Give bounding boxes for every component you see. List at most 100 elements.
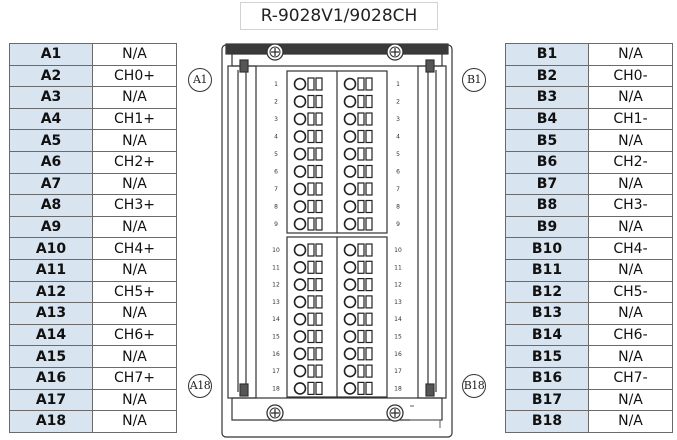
terminal-a (293, 77, 323, 91)
signal-label: N/A (588, 215, 673, 239)
pin-label: B11 (505, 258, 589, 282)
signal-label: CH6+ (92, 323, 177, 347)
terminal-b (343, 77, 373, 91)
signal-label: CH4+ (92, 237, 177, 260)
signal-label: CH2+ (92, 150, 177, 174)
signal-label: CH0+ (92, 64, 177, 88)
signal-label: CH2- (588, 150, 673, 174)
signal-label: N/A (92, 215, 177, 239)
signal-label: N/A (588, 172, 673, 196)
screw-icon (266, 43, 284, 61)
pin-label: B16 (505, 366, 589, 390)
pin-label: A2 (9, 64, 93, 88)
terminal-a (293, 147, 323, 161)
terminal-a (293, 164, 323, 179)
terminal-number-right: 17 (394, 368, 402, 375)
terminal-a (293, 112, 323, 126)
callout-b1: B1 (462, 68, 486, 92)
pin-label: B14 (505, 323, 589, 347)
module-body (221, 43, 453, 438)
terminal-a (293, 312, 323, 326)
terminal-number-left: 8 (274, 204, 278, 211)
terminal-number-right: 4 (396, 134, 400, 141)
pin-label: B18 (505, 410, 589, 433)
signal-label: N/A (92, 43, 177, 66)
terminal-number-right: 12 (394, 282, 402, 289)
terminal-number-left: 9 (274, 221, 278, 228)
terminal-number-left: 4 (274, 134, 278, 141)
pin-label: A11 (9, 258, 93, 282)
terminal-b (343, 147, 373, 161)
terminal-number-right: 2 (396, 99, 400, 106)
diagram-title: R-9028V1/9028CH (240, 2, 438, 30)
terminal-a (293, 295, 323, 309)
terminal-a (293, 329, 323, 344)
terminal-number-left: 16 (272, 351, 280, 358)
terminal-blocks (293, 77, 373, 395)
terminal-number-left: 15 (272, 334, 280, 341)
terminal-number-right: 6 (396, 169, 400, 176)
terminal-a (293, 364, 323, 378)
terminal-b (343, 164, 373, 179)
signal-label: N/A (92, 258, 177, 282)
terminal-b (343, 129, 373, 144)
terminal-b (343, 217, 373, 231)
pin-label: B1 (505, 43, 589, 66)
signal-label: N/A (92, 172, 177, 196)
terminal-number-right: 9 (396, 221, 400, 228)
terminal-number-left: 5 (274, 151, 278, 158)
pin-label: A16 (9, 366, 93, 390)
pin-label: B5 (505, 129, 589, 152)
terminal-number-right: 13 (394, 299, 402, 306)
terminal-number-right: 10 (394, 247, 402, 254)
signal-label: N/A (92, 302, 177, 325)
pin-label: A17 (9, 388, 93, 412)
pin-label: B13 (505, 302, 589, 325)
terminal-number-right: 7 (396, 186, 400, 193)
terminal-number-left: 1 (274, 81, 278, 88)
terminal-a (293, 260, 323, 274)
signal-label: N/A (588, 43, 673, 66)
pin-label: A6 (9, 150, 93, 174)
terminal-number-left: 2 (274, 99, 278, 106)
signal-label: N/A (588, 302, 673, 325)
terminal-number-right: 11 (394, 264, 402, 271)
terminal-number-left: 18 (272, 385, 280, 392)
terminal-number-right: 16 (394, 351, 402, 358)
terminal-number-left: 10 (272, 247, 280, 254)
terminal-a (293, 381, 323, 395)
terminal-a (293, 199, 323, 214)
terminal-b (343, 381, 373, 395)
terminal-a (293, 182, 323, 196)
terminal-number-right: 1 (396, 81, 400, 88)
terminal-number-right: 14 (394, 316, 402, 323)
pin-label: B8 (505, 194, 589, 217)
terminal-b (343, 243, 373, 257)
terminal-a (293, 243, 323, 257)
pin-label: A8 (9, 194, 93, 217)
pin-label: B3 (505, 86, 589, 109)
pin-label: A13 (9, 302, 93, 325)
pin-label: B10 (505, 237, 589, 260)
